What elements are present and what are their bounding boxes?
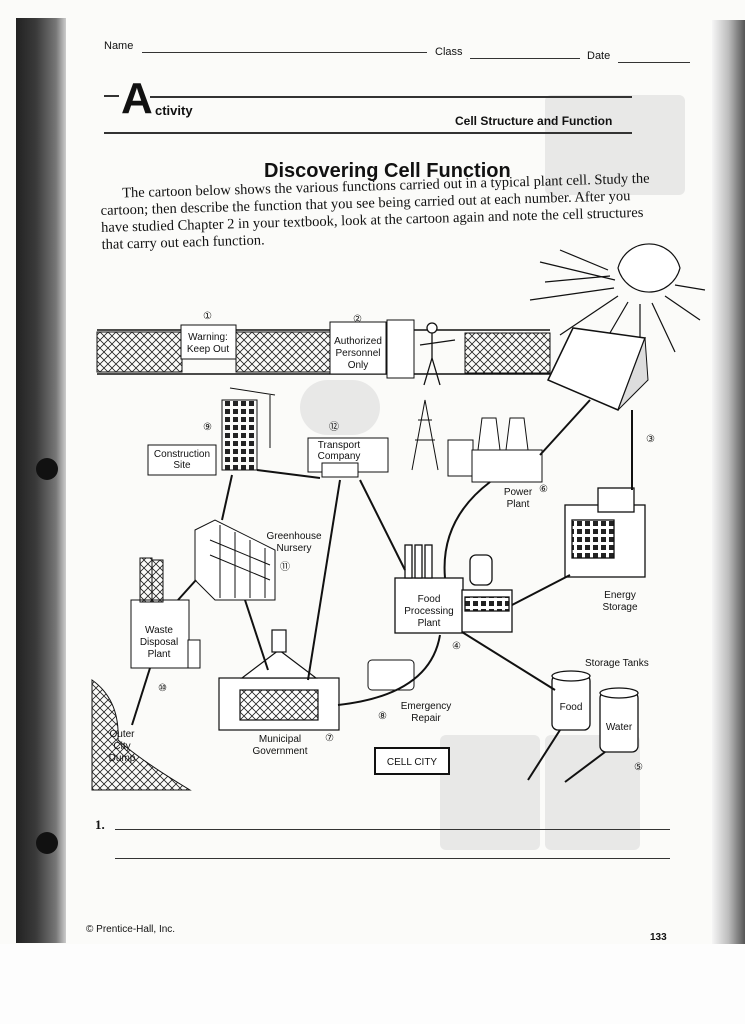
number-9: ⑨ — [203, 422, 212, 433]
activity-rule-left — [104, 95, 119, 97]
number-8: ⑧ — [378, 711, 387, 722]
construction-text: Site — [173, 460, 191, 471]
truck-icon — [321, 462, 359, 478]
energy-text: Storage — [602, 602, 637, 613]
number-6: ⑥ — [539, 484, 548, 495]
number-3: ③ — [646, 434, 655, 445]
construction-text: Construction — [154, 449, 210, 460]
municipal-text: Government — [252, 746, 307, 757]
gate — [386, 319, 415, 379]
municipal-text: Municipal — [259, 734, 301, 745]
warning-text: Keep Out — [187, 344, 229, 355]
dump-text: City — [113, 741, 130, 752]
roads — [131, 399, 633, 783]
answer-line-1[interactable] — [115, 829, 670, 830]
section-title: Cell Structure and Function — [455, 114, 613, 128]
number-11: ⑪ — [280, 561, 290, 573]
emergency-text: Emergency — [401, 701, 452, 712]
storage-tanks-text: Storage Tanks — [585, 658, 649, 669]
government-building — [218, 629, 340, 731]
authorized-text: Personnel — [335, 348, 380, 359]
authorized-text: Authorized — [334, 336, 382, 347]
cell-city-text: CELL CITY — [387, 757, 438, 768]
power-text: Power — [504, 487, 533, 498]
number-7: ⑦ — [325, 733, 334, 744]
authorized-text: Only — [348, 360, 369, 371]
name-line[interactable] — [142, 52, 427, 53]
food-tank-text: Food — [560, 702, 583, 713]
number-5: ⑤ — [634, 762, 643, 773]
bleed-through-block — [545, 735, 640, 850]
punch-hole — [36, 458, 58, 480]
ambulance-icon — [367, 659, 415, 691]
construction-crane — [221, 387, 276, 471]
emergency-text: Repair — [411, 713, 441, 724]
bleed-through-block — [440, 735, 540, 850]
page-edge-shadow — [712, 20, 745, 945]
dump-icon — [91, 679, 192, 791]
food-plant-icon — [394, 544, 513, 634]
dump-text: Dump — [109, 753, 136, 764]
page-bottom-margin — [0, 944, 745, 1024]
question-1-label: 1. — [95, 817, 105, 832]
water-tank-text: Water — [606, 722, 633, 733]
waste-plant-icon — [130, 557, 201, 669]
class-label: Class — [435, 46, 463, 58]
number-12: ⑫ — [329, 421, 339, 433]
greenhouse-icon — [194, 519, 276, 601]
number-2: ② — [353, 314, 362, 325]
page-number: 133 — [650, 932, 667, 943]
energy-storage-building — [564, 487, 646, 578]
punch-hole — [36, 832, 58, 854]
date-line[interactable] — [618, 62, 690, 63]
waste-text: Plant — [148, 649, 171, 660]
activity-letter: A — [121, 74, 153, 123]
food-plant-text: Plant — [418, 618, 441, 629]
bleed-through-block — [300, 380, 380, 435]
guard-icon — [419, 322, 456, 386]
binder-shadow — [16, 18, 66, 943]
authorized-sign — [329, 321, 387, 375]
power-plant-icon — [447, 417, 543, 483]
construction-sign — [147, 444, 217, 476]
activity-rule-top — [150, 96, 632, 98]
activity-label: ctivity — [155, 103, 193, 118]
greenhouse-text: Greenhouse — [266, 531, 321, 542]
food-tank — [551, 670, 591, 731]
date-label: Date — [587, 50, 611, 62]
number-1: ① — [203, 311, 212, 322]
number-10: ⑩ — [158, 683, 167, 694]
transport-text: Transport — [318, 440, 361, 451]
water-tank — [599, 687, 639, 753]
energy-text: Energy — [604, 590, 636, 601]
food-plant-text: Food — [418, 594, 441, 605]
power-tower — [411, 399, 439, 471]
waste-text: Waste — [145, 625, 173, 636]
name-label: Name — [104, 40, 134, 52]
cell-city-sign — [374, 747, 450, 775]
dump-text: Outer — [109, 729, 135, 740]
food-plant-text: Processing — [404, 606, 453, 617]
bleed-through-block — [545, 95, 685, 195]
copyright: © Prentice-Hall, Inc. — [86, 924, 176, 935]
warning-sign — [180, 324, 237, 360]
waste-text: Disposal — [140, 637, 178, 648]
class-line[interactable] — [470, 58, 580, 59]
greenhouse-text: Nursery — [276, 543, 311, 554]
power-text: Plant — [507, 499, 530, 510]
transport-text: Company — [318, 451, 361, 462]
cell-wall-fence — [96, 329, 551, 375]
answer-line-2[interactable] — [115, 858, 670, 859]
number-4: ④ — [452, 641, 461, 652]
warning-text: Warning: — [188, 332, 228, 343]
activity-rule-bottom — [104, 132, 632, 134]
worksheet-title: Discovering Cell Function — [264, 160, 511, 182]
